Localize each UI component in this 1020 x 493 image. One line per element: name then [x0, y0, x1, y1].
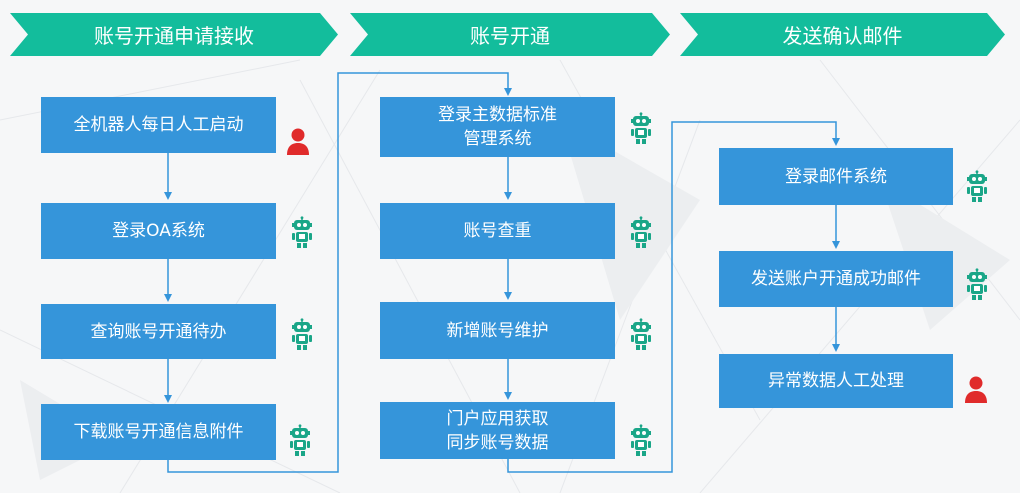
- step-label: 异常数据人工处理: [768, 371, 904, 391]
- robot-icon: [630, 216, 652, 249]
- robot-icon: [291, 216, 313, 249]
- step-label: 发送账户开通成功邮件: [751, 269, 921, 289]
- person-icon: [287, 128, 309, 155]
- step-box: 查询账号开通待办: [41, 304, 276, 359]
- step-box: 账号查重: [380, 203, 615, 259]
- robot-icon: [630, 318, 652, 351]
- stage-banner-1: 账号开通申请接收: [10, 13, 338, 56]
- robot-icon: [289, 424, 311, 457]
- robot-icon: [966, 170, 988, 203]
- step-box: 登录OA系统: [41, 203, 276, 259]
- stage-banner-3: 发送确认邮件: [680, 13, 1005, 56]
- robot-icon: [291, 318, 313, 351]
- step-box: 发送账户开通成功邮件: [719, 251, 953, 307]
- step-box: 登录主数据标准 管理系统: [380, 97, 615, 157]
- step-label: 下载账号开通信息附件: [73, 422, 244, 442]
- stage-title: 账号开通申请接收: [94, 24, 254, 48]
- step-label: 门户应用获取 同步账号数据: [446, 408, 549, 453]
- stage-title: 账号开通: [470, 24, 550, 48]
- step-box: 异常数据人工处理: [719, 354, 953, 408]
- step-label: 登录OA系统: [112, 221, 205, 241]
- step-box: 全机器人每日人工启动: [41, 97, 276, 153]
- step-label: 登录主数据标准 管理系统: [438, 105, 557, 149]
- step-box: 下载账号开通信息附件: [41, 404, 276, 460]
- stage-title: 发送确认邮件: [782, 24, 903, 48]
- step-label: 新增账号维护: [446, 320, 549, 341]
- step-label: 账号查重: [463, 221, 532, 241]
- robot-icon: [630, 112, 652, 145]
- robot-icon: [966, 268, 988, 301]
- step-label: 登录邮件系统: [785, 166, 887, 187]
- step-label: 全机器人每日人工启动: [73, 115, 244, 135]
- robot-icon: [630, 424, 652, 457]
- stage-banner-2: 账号开通: [350, 13, 670, 56]
- step-box: 门户应用获取 同步账号数据: [380, 402, 615, 459]
- step-box: 新增账号维护: [380, 302, 615, 359]
- person-icon: [965, 376, 987, 403]
- step-label: 查询账号开通待办: [90, 321, 227, 342]
- step-box: 登录邮件系统: [719, 148, 953, 205]
